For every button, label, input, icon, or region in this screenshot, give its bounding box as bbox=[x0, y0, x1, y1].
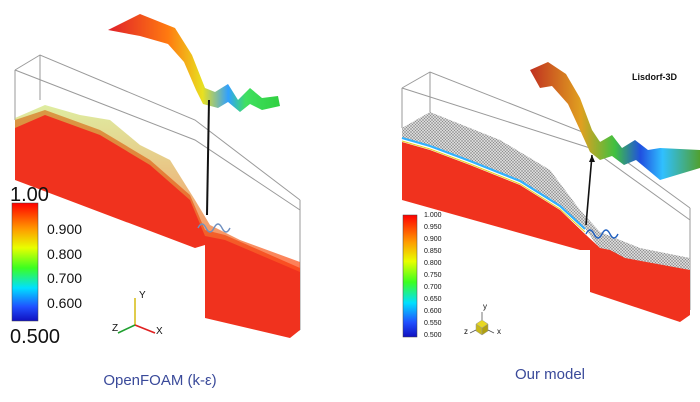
right-colorbar-tick: 0.950 bbox=[424, 224, 442, 231]
right-colorbar-tick: 0.600 bbox=[424, 308, 442, 315]
left-axis-z-label: Z bbox=[112, 323, 119, 334]
right-mesh-surface bbox=[402, 112, 690, 275]
left-colorbar-min: 0.500 bbox=[10, 326, 61, 348]
left-axis-x-label: X bbox=[156, 326, 163, 337]
left-inset-ribbon bbox=[108, 14, 280, 112]
right-colorbar-tick: 0.700 bbox=[424, 284, 442, 291]
left-axis-y-label: Y bbox=[139, 290, 146, 301]
right-axis-z-label: z bbox=[464, 327, 468, 336]
left-connector-line bbox=[206, 99, 210, 216]
right-connector-line bbox=[585, 154, 593, 226]
right-axis-triad bbox=[469, 312, 495, 336]
right-inset-ribbon bbox=[530, 62, 700, 180]
right-colorbar-tick: 0.750 bbox=[424, 272, 442, 279]
left-colorbar-max: 1.00 bbox=[10, 184, 49, 206]
right-jump-waves bbox=[585, 229, 619, 239]
left-colorbar bbox=[11, 202, 39, 322]
right-colorbar-tick: 1.000 bbox=[424, 212, 442, 219]
left-foam-layer bbox=[15, 105, 300, 272]
right-colorbar-tick: 0.850 bbox=[424, 248, 442, 255]
right-colorbar-tick: 0.500 bbox=[424, 332, 442, 339]
right-interface-band bbox=[401, 136, 586, 230]
right-axis-y-label: y bbox=[483, 302, 487, 311]
right-colorbar-tick: 0.900 bbox=[424, 236, 442, 243]
right-colorbar-tick: 0.800 bbox=[424, 260, 442, 267]
left-water-body bbox=[15, 110, 300, 338]
right-colorbar-tick: 0.650 bbox=[424, 296, 442, 303]
right-water-body bbox=[402, 142, 690, 322]
left-caption: OpenFOAM (k-ε) bbox=[103, 372, 217, 389]
left-axis-triad bbox=[117, 298, 156, 334]
left-colorbar-tick: 0.700 bbox=[47, 270, 83, 286]
inset-label: Lisdorf-3D bbox=[632, 72, 677, 82]
left-colorbar-tick: 0.900 bbox=[47, 221, 83, 237]
right-axis-x-label: x bbox=[497, 327, 501, 336]
left-colorbar-tick: 0.800 bbox=[47, 246, 83, 262]
right-caption: Our model bbox=[514, 366, 586, 383]
left-colorbar-tick: 0.600 bbox=[47, 295, 83, 311]
left-visualization bbox=[11, 14, 301, 338]
right-colorbar-tick: 0.550 bbox=[424, 320, 442, 327]
right-visualization bbox=[401, 62, 700, 338]
right-colorbar bbox=[402, 214, 418, 338]
left-jump-waves bbox=[197, 223, 231, 233]
